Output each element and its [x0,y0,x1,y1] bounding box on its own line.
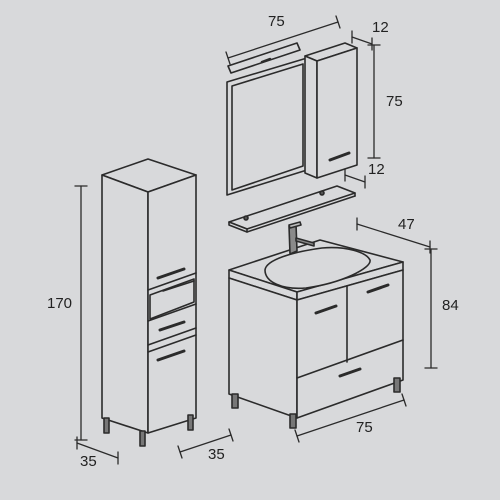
mirror-light-fixture [227,42,301,74]
vanity-foot [289,413,297,429]
vanity-right-door-handle [366,283,390,294]
tall-cabinet-depth-label: 35 [80,453,97,470]
tall-cabinet-side [101,174,149,434]
mirror-unit [226,42,358,196]
glass-shelf-bracket [319,190,325,196]
tall-cabinet-upper-door-edge [147,272,197,291]
tall-cabinet-lower-door-edge [147,334,197,353]
mirror-height-label: 75 [386,93,403,110]
dim-line-tall-cabinet-width [179,434,232,453]
tall-cabinet-drawer-top [147,303,197,322]
vanity-drawer-handle [338,367,362,378]
tall-cabinet-drawer-handle [158,320,186,332]
tall-cabinet-drawer-bottom [147,327,197,346]
vanity-depth-label: 47 [398,216,415,233]
dim-line-mirror-width [227,21,339,59]
vanity-height-label: 84 [442,297,459,314]
vanity-unit [228,221,404,429]
tall-cabinet [101,158,197,447]
vanity-side [228,277,298,419]
dim-tick [225,51,231,65]
mirror-light-detail [260,57,272,64]
dim-tick [401,393,407,407]
dim-tick [335,15,341,29]
vanity-foot [231,393,239,409]
dim-line-vanity-width [296,399,405,437]
mirror-glass [231,63,304,191]
glass-shelf-top [228,185,356,230]
tall-cabinet-width-label: 35 [208,446,225,463]
basin [264,246,371,290]
shelf-depth-label: 12 [368,161,385,178]
mirror-cabinet-handle [328,151,351,162]
tall-cabinet-upper-handle [156,267,186,280]
glass-shelf [228,185,356,233]
dim-line-vanity-depth [356,223,431,248]
vanity-foot [393,377,401,393]
faucet-spout [295,237,315,247]
dim-tick [228,428,234,442]
glass-shelf-bracket [243,215,249,221]
mirror-width-label: 75 [268,13,285,30]
tall-cabinet-foot [103,417,110,434]
mirror-cabinet-depth-label: 12 [372,19,389,36]
mirror-cabinet-front [316,47,358,179]
vanity-door-bottom [296,339,404,379]
tall-cabinet-niche-back [162,280,195,292]
glass-shelf-front-edge [246,195,356,233]
faucet-lever [288,221,302,229]
mirror-cabinet-side [304,55,318,179]
tall-cabinet-lower-handle [156,349,186,362]
dim-line-mirror-cabinet-depth [351,36,373,45]
dim-tick [294,429,300,443]
vanity-width-label: 75 [356,419,373,436]
tall-cabinet-niche [149,278,195,320]
dim-line-tall-cabinet-depth [76,442,119,459]
dimension-lines [74,15,438,465]
vanity-left-door-handle [314,304,338,315]
tall-cabinet-foot [187,414,194,431]
tall-cabinet-foot [139,430,146,447]
dim-line-shelf-depth [344,174,366,183]
tall-cabinet-height-label: 170 [47,295,73,312]
dim-tick [177,445,183,459]
